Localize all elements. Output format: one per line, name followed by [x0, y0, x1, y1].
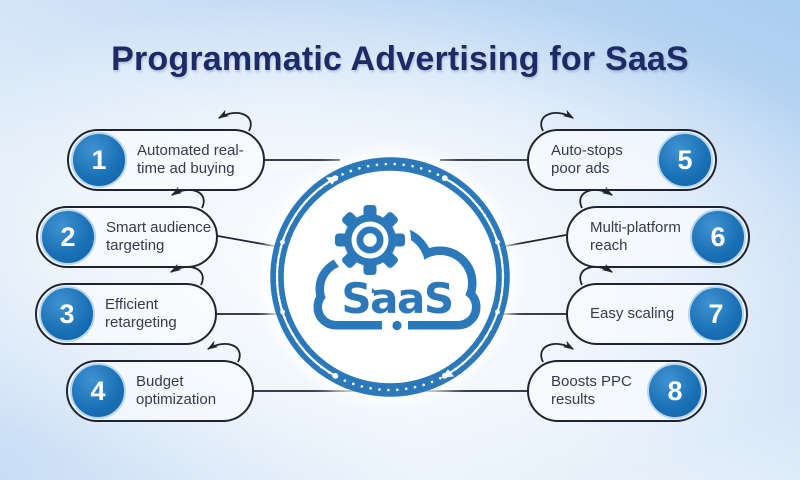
number-badge-8: 8 — [647, 363, 703, 419]
feature-label-6: Multi-platform reach — [590, 218, 681, 254]
ring-arrow-icon — [441, 369, 454, 378]
feature-label-5: Auto-stops poor ads — [551, 141, 623, 177]
page-title: Programmatic Advertising for SaaS — [111, 40, 689, 78]
feature-label-2: Smart audience targeting — [106, 218, 212, 254]
connector-line-2 — [217, 235, 286, 249]
feature-pill-6: 6 Multi-platform reach — [566, 206, 750, 268]
ring-arrow-icon — [326, 176, 339, 185]
number-badge-6: 6 — [690, 209, 746, 265]
feature-label-1: Automated real-time ad buying — [137, 141, 244, 177]
feature-pill-7: 7 Easy scaling — [566, 283, 748, 345]
feature-pill-8: 8 Boosts PPC results — [527, 360, 707, 422]
connector-line-6 — [494, 234, 567, 249]
feature-pill-4: 4 Budget optimization — [66, 360, 254, 422]
number-badge-5: 5 — [657, 132, 713, 188]
saas-cloud-gear-icon: SaaS — [313, 199, 481, 332]
feature-pill-1: 1 Automated real-time ad buying — [67, 129, 265, 191]
number-badge-1: 1 — [71, 132, 127, 188]
feature-pill-2: 2 Smart audience targeting — [36, 206, 218, 268]
rotating-ring — [270, 157, 510, 397]
number-badge-2: 2 — [40, 209, 96, 265]
feature-label-8: Boosts PPC results — [551, 372, 632, 408]
feature-label-7: Easy scaling — [590, 304, 675, 322]
feature-pill-3: 3 Efficient retargeting — [35, 283, 217, 345]
emblem-halo — [263, 150, 517, 404]
number-badge-7: 7 — [688, 286, 744, 342]
number-badge-3: 3 — [39, 286, 95, 342]
feature-label-3: Efficient retargeting — [105, 295, 177, 331]
center-emblem: SaaS — [263, 150, 517, 404]
feature-label-4: Budget optimization — [136, 372, 217, 408]
saas-label: SaaS — [341, 274, 452, 323]
gear-icon — [329, 199, 411, 281]
feature-pill-5: 5 Auto-stops poor ads — [527, 129, 717, 191]
number-badge-4: 4 — [70, 363, 126, 419]
